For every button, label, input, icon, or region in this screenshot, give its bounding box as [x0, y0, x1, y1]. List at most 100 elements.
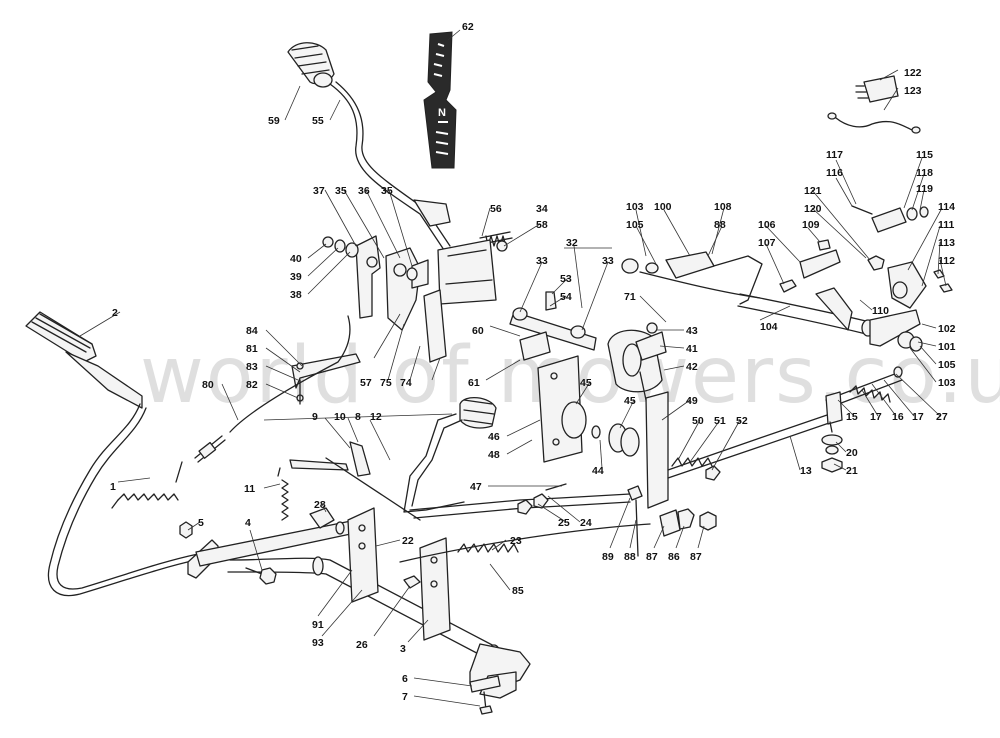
callout-58: 58	[536, 219, 548, 231]
callout-39: 39	[290, 271, 302, 283]
callout-71: 71	[624, 291, 636, 303]
callout-87-right: 87	[690, 551, 702, 563]
callout-80: 80	[202, 379, 214, 391]
callout-11: 11	[244, 483, 255, 495]
callout-85: 85	[512, 585, 524, 597]
callout-48: 48	[488, 449, 500, 461]
callout-103-right: 103	[938, 377, 956, 389]
callout-117: 117	[826, 149, 843, 161]
callout-35-left: 35	[335, 185, 347, 197]
callout-52: 52	[736, 415, 748, 427]
callout-56: 56	[490, 203, 502, 215]
callout-36: 36	[358, 185, 370, 197]
callout-87-left: 87	[646, 551, 658, 563]
callout-35-right: 35	[381, 185, 393, 197]
callout-62: 62	[462, 21, 474, 33]
callout-93: 93	[312, 637, 324, 649]
callout-122: 122	[904, 67, 922, 79]
callout-33-left: 33	[536, 255, 548, 267]
callout-118: 118	[916, 167, 933, 179]
gear-lever	[287, 42, 451, 251]
callout-16: 16	[892, 411, 904, 423]
callout-112: 112	[938, 255, 955, 267]
callout-47: 47	[470, 481, 482, 493]
callout-55: 55	[312, 115, 324, 127]
callout-116: 116	[826, 167, 843, 179]
callout-27: 27	[936, 411, 948, 423]
callout-17-b: 17	[912, 411, 924, 423]
callout-44: 44	[592, 465, 604, 477]
callout-34: 34	[536, 203, 548, 215]
callout-121: 121	[804, 185, 822, 197]
callout-8: 8	[355, 411, 361, 423]
callout-88-upper: 88	[714, 219, 726, 231]
callout-105-right: 105	[938, 359, 956, 371]
callout-37: 37	[313, 185, 325, 197]
callout-25: 25	[558, 517, 570, 529]
callout-84: 84	[246, 325, 258, 337]
callout-33-right: 33	[602, 255, 614, 267]
callout-15: 15	[846, 411, 858, 423]
callout-45-lower: 45	[624, 395, 636, 407]
callout-2: 2	[112, 307, 118, 319]
callout-5: 5	[198, 517, 204, 529]
callout-24: 24	[580, 517, 592, 529]
callout-103-top: 103	[626, 201, 644, 213]
callout-61: 61	[468, 377, 480, 389]
callout-21: 21	[846, 465, 858, 477]
callout-113: 113	[938, 237, 955, 249]
callout-13: 13	[800, 465, 812, 477]
callout-49: 49	[686, 395, 698, 407]
callout-54: 54	[560, 291, 572, 303]
callout-74: 74	[400, 377, 412, 389]
callout-91: 91	[312, 619, 324, 631]
callout-119: 119	[916, 183, 933, 195]
callout-7: 7	[402, 691, 408, 703]
callout-120: 120	[804, 203, 822, 215]
callout-1: 1	[110, 481, 116, 493]
callout-51: 51	[714, 415, 726, 427]
callout-88-lower: 88	[624, 551, 636, 563]
callout-20: 20	[846, 447, 858, 459]
shift-plate: N	[423, 31, 457, 169]
callout-109: 109	[802, 219, 820, 231]
callout-86: 86	[668, 551, 680, 563]
callout-32: 32	[566, 237, 578, 249]
parts-drawing: N	[25, 31, 953, 715]
callout-26: 26	[356, 639, 368, 651]
callout-81: 81	[246, 343, 258, 355]
callout-6: 6	[402, 673, 408, 685]
leader-lines	[79, 29, 947, 707]
callout-10: 10	[334, 411, 346, 423]
callout-110: 110	[872, 305, 889, 317]
brake-pedal	[25, 311, 199, 597]
callout-83: 83	[246, 361, 258, 373]
callout-41: 41	[686, 343, 698, 355]
callout-82: 82	[246, 379, 258, 391]
callout-45-upper: 45	[580, 377, 592, 389]
callout-38: 38	[290, 289, 302, 301]
callout-43: 43	[686, 325, 698, 337]
callout-46: 46	[488, 431, 500, 443]
callout-104: 104	[760, 321, 778, 333]
callout-22: 22	[402, 535, 414, 547]
callout-108: 108	[714, 201, 732, 213]
callout-100: 100	[654, 201, 672, 213]
callout-23: 23	[510, 535, 522, 547]
shift-plate-letter: N	[438, 107, 446, 119]
callout-3: 3	[400, 643, 406, 655]
callout-106: 106	[758, 219, 776, 231]
callout-105-top: 105	[626, 219, 644, 231]
callout-12: 12	[370, 411, 382, 423]
callout-114: 114	[938, 201, 955, 213]
callout-75: 75	[380, 377, 392, 389]
callout-107: 107	[758, 237, 776, 249]
callout-115: 115	[916, 149, 933, 161]
callout-28: 28	[314, 499, 326, 511]
callout-59: 59	[268, 115, 280, 127]
callout-53: 53	[560, 273, 572, 285]
callout-labels: 59 55 62 2 1 5 4 3 6 7 8 9 10 11 12 80 8…	[110, 21, 956, 703]
callout-4: 4	[245, 517, 251, 529]
callout-17-a: 17	[870, 411, 882, 423]
